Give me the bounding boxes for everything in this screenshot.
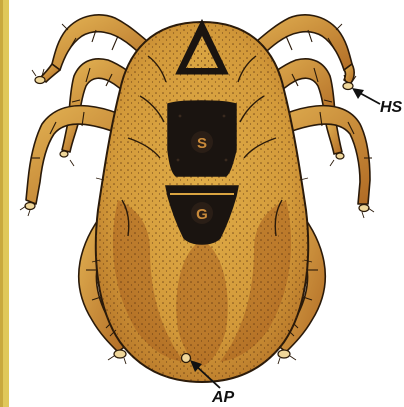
hair-sucker-label: HS bbox=[380, 99, 403, 116]
sternal-plate-label: S bbox=[197, 135, 207, 152]
genital-plate-label: G bbox=[196, 206, 208, 223]
hair-sucker-tip bbox=[343, 83, 353, 90]
hs-callout bbox=[352, 88, 380, 104]
anal-pore-label: AP bbox=[211, 389, 235, 406]
anal-pore bbox=[182, 354, 191, 363]
